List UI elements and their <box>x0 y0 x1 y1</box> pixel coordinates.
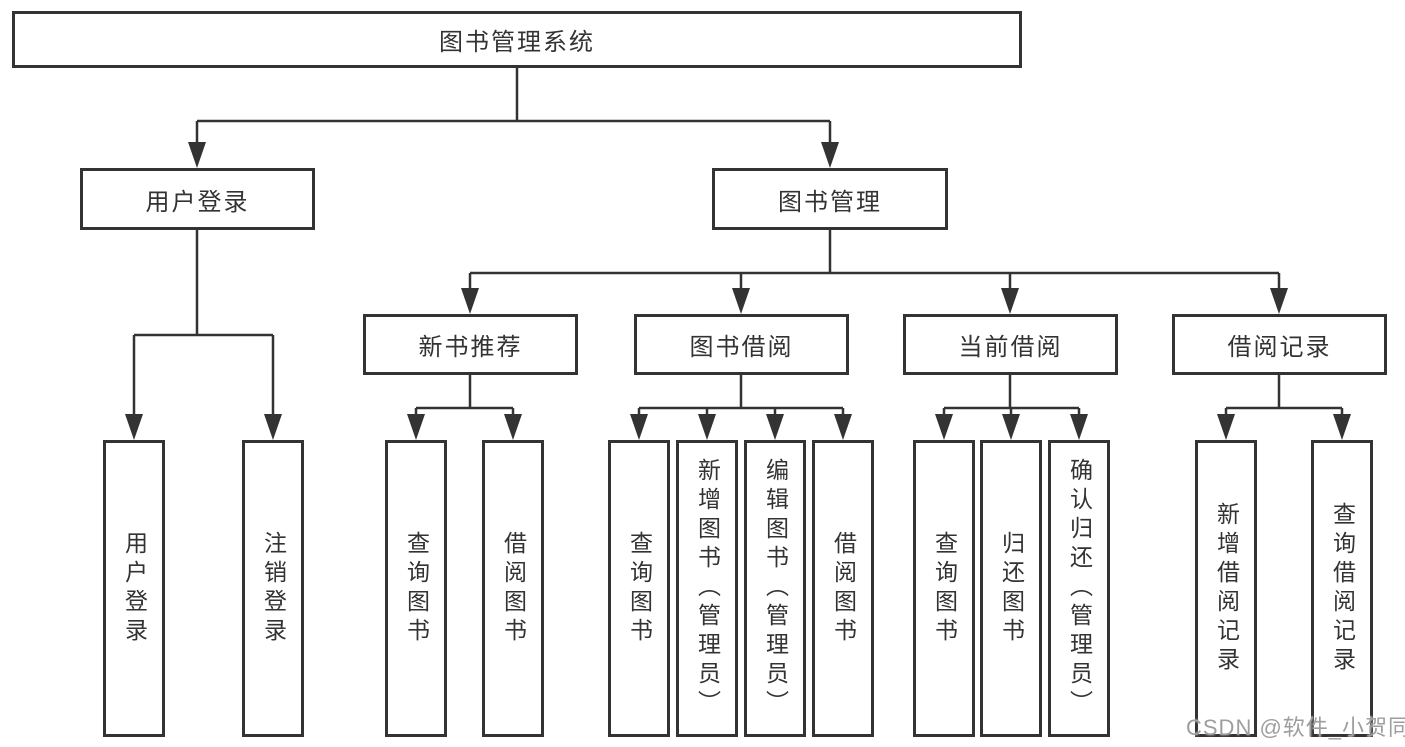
node-current-borrow: 当前借阅 <box>903 314 1118 375</box>
node-leaf-confirm-return-admin: 确认归还︵管理员︶ <box>1048 440 1110 737</box>
leaf-label: 查询借阅记录 <box>1329 501 1356 676</box>
leaf-label: 借阅图书 <box>500 530 527 647</box>
node-leaf-query-books-1: 查询图书 <box>385 440 447 737</box>
csdn-watermark: CSDN @软件_小贺同学 <box>1186 715 1405 740</box>
node-root: 图书管理系统 <box>12 11 1022 68</box>
node-leaf-user-login: 用户登录 <box>103 440 165 737</box>
leaf-label: 查询图书 <box>931 530 958 647</box>
leaf-label: 查询图书 <box>403 530 430 647</box>
leaf-label: 借阅图书 <box>830 530 857 647</box>
node-leaf-return-book: 归还图书 <box>980 440 1042 737</box>
node-leaf-borrow-books-1: 借阅图书 <box>482 440 544 737</box>
node-book-borrow: 图书借阅 <box>634 314 849 375</box>
node-leaf-edit-book-admin: 编辑图书︵管理员︶ <box>744 440 806 737</box>
node-leaf-logout: 注销登录 <box>242 440 304 737</box>
leaf-label: 编辑图书︵管理员︶ <box>762 458 789 719</box>
node-leaf-query-borrow-record: 查询借阅记录 <box>1311 440 1373 737</box>
leaf-label: 用户登录 <box>121 530 148 647</box>
node-new-book-recommend: 新书推荐 <box>363 314 578 375</box>
node-leaf-query-books-2: 查询图书 <box>608 440 670 737</box>
node-leaf-borrow-books-2: 借阅图书 <box>812 440 874 737</box>
node-borrow-records: 借阅记录 <box>1172 314 1387 375</box>
node-user-login: 用户登录 <box>80 168 315 230</box>
leaf-label: 新增图书︵管理员︶ <box>694 458 721 719</box>
arrowheads <box>125 142 1351 440</box>
leaf-label: 归还图书 <box>998 530 1025 647</box>
leaf-label: 新增借阅记录 <box>1213 501 1240 676</box>
leaf-label: 注销登录 <box>260 530 287 647</box>
tree-edges <box>132 68 1344 418</box>
node-leaf-query-books-3: 查询图书 <box>913 440 975 737</box>
node-book-management: 图书管理 <box>712 168 948 230</box>
leaf-label: 确认归还︵管理员︶ <box>1066 458 1093 719</box>
leaf-label: 查询图书 <box>626 530 653 647</box>
node-leaf-add-book-admin: 新增图书︵管理员︶ <box>676 440 738 737</box>
node-leaf-add-borrow-record: 新增借阅记录 <box>1195 440 1257 737</box>
